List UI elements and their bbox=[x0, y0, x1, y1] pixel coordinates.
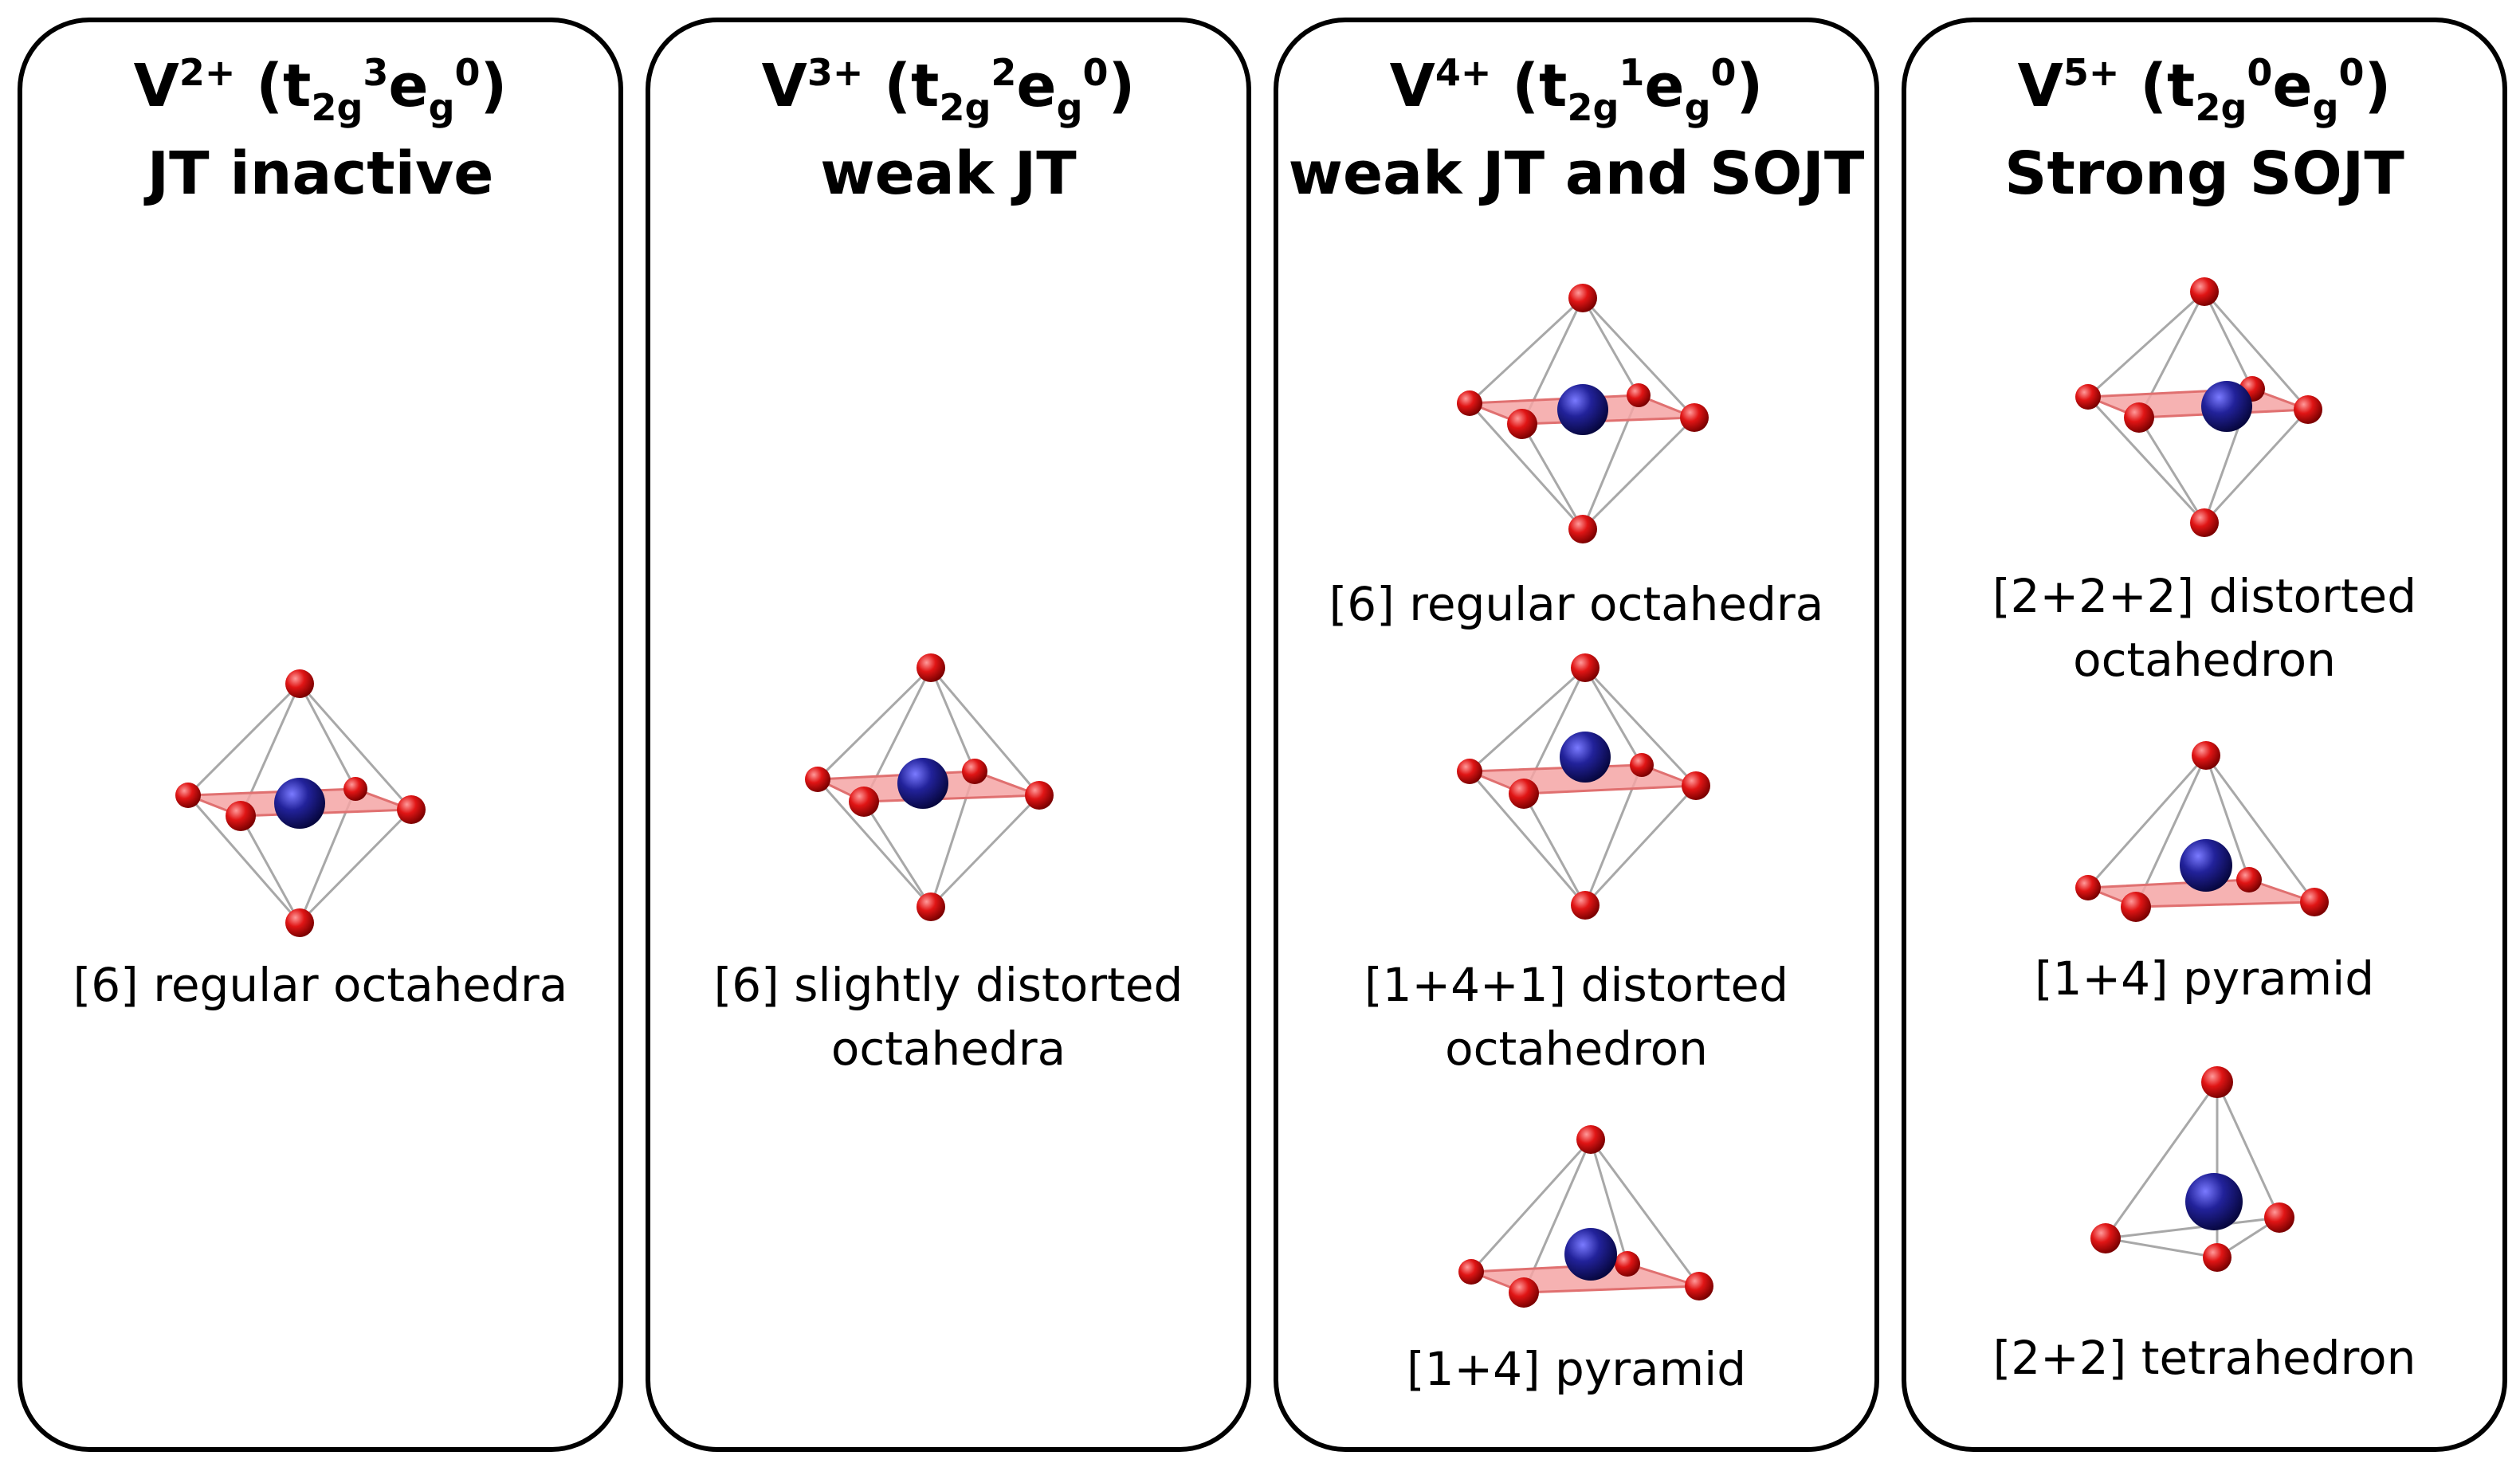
tetrahedron-bonds bbox=[2104, 1081, 2281, 1259]
oxygen-atom bbox=[849, 787, 879, 817]
oxygen-atom bbox=[397, 795, 426, 824]
oxygen-atom bbox=[1680, 403, 1709, 432]
oxygen-atom bbox=[2192, 741, 2220, 770]
octahedron-bonds bbox=[2086, 290, 2310, 524]
oxygen-atom bbox=[1458, 1259, 1484, 1285]
oxygen-atom bbox=[1685, 1272, 1713, 1300]
oxygen-atom bbox=[1507, 409, 1537, 439]
structure-caption: [1+4] pyramid bbox=[2034, 951, 2375, 1006]
panel-v3: V3+ (t2g2eg0) weak JT [6] slightly disto… bbox=[646, 18, 1251, 1452]
oxygen-atom bbox=[285, 669, 314, 698]
oxygen-atom bbox=[1630, 753, 1654, 777]
structure-caption: [1+4+1] distorted octahedron bbox=[1364, 958, 1789, 1076]
oxygen-atom bbox=[2236, 867, 2262, 892]
octahedron-bonds bbox=[1468, 296, 1696, 531]
oxygen-atom bbox=[1571, 653, 1600, 682]
oxygen-atom bbox=[285, 908, 314, 937]
distorted-octahedron-diagram bbox=[1457, 653, 1710, 920]
tetrahedron-diagram bbox=[2090, 1066, 2294, 1272]
vanadium-atom bbox=[2180, 839, 2232, 892]
pyramid-bonds bbox=[1470, 1138, 1701, 1293]
pyramid-bonds bbox=[2086, 755, 2316, 908]
oxygen-atom bbox=[226, 801, 256, 831]
panel-title: V3+ (t2g2eg0) bbox=[761, 51, 1136, 129]
equatorial-plane bbox=[2087, 387, 2309, 419]
structure-caption: [2+2+2] distorted octahedron bbox=[1992, 569, 2417, 687]
structure-caption: [6] regular octahedra bbox=[1329, 577, 1824, 631]
vanadium-atom bbox=[2201, 381, 2252, 432]
panel-effect: weak JT bbox=[820, 139, 1077, 208]
oxygen-atom bbox=[2075, 384, 2101, 410]
octahedron-bonds bbox=[186, 682, 413, 924]
oxygen-atom bbox=[1627, 383, 1651, 407]
oxygen-atom bbox=[1568, 515, 1597, 543]
vanadium-atom bbox=[1560, 732, 1611, 783]
oxygen-atom bbox=[1576, 1125, 1605, 1154]
vanadium-atom bbox=[274, 778, 325, 829]
distorted-octahedron-diagram bbox=[805, 653, 1054, 921]
vanadium-atom bbox=[1564, 1228, 1617, 1281]
panel-effect: JT inactive bbox=[147, 139, 494, 208]
vanadium-atom bbox=[2185, 1173, 2243, 1230]
panel-effect: weak JT and SOJT bbox=[1288, 139, 1865, 208]
structure-caption: [2+2] tetrahedron bbox=[1992, 1331, 2416, 1385]
vanadium-atom bbox=[897, 758, 948, 809]
structure-caption: [1+4] pyramid bbox=[1406, 1342, 1747, 1396]
oxygen-atom bbox=[2190, 508, 2219, 537]
panel-v4: V4+ (t2g1eg0) weak JT and SOJT [6] regul… bbox=[1274, 18, 1879, 1452]
oxygen-atom bbox=[1682, 771, 1710, 800]
oxygen-atom bbox=[1571, 891, 1600, 920]
oxygen-atom bbox=[2201, 1066, 2233, 1098]
octahedron-diagram bbox=[175, 669, 426, 937]
structure-caption: [6] slightly distorted octahedra bbox=[713, 958, 1183, 1076]
oxygen-atom bbox=[917, 892, 945, 921]
panel-v5: V5+ (t2g0eg0) Strong SOJT [2+2+2] distor… bbox=[1902, 18, 2507, 1452]
oxygen-atom bbox=[2121, 892, 2151, 922]
oxygen-atom bbox=[2264, 1202, 2294, 1233]
oxygen-atom bbox=[175, 783, 201, 808]
oxygen-atom bbox=[1457, 759, 1482, 784]
pyramid-diagram bbox=[2075, 741, 2329, 922]
vanadium-atom bbox=[1557, 384, 1608, 435]
oxygen-atom bbox=[1509, 779, 1539, 809]
oxygen-atom bbox=[2300, 888, 2329, 916]
panel-v2: V2+ (t2g3eg0) JT inactive [6] regular oc… bbox=[18, 18, 623, 1452]
structure-caption: [6] regular octahedra bbox=[73, 958, 568, 1012]
oxygen-atom bbox=[962, 759, 987, 784]
octahedron-diagram bbox=[1457, 284, 1709, 543]
panel-title: V5+ (t2g0eg0) bbox=[2017, 51, 2392, 129]
oxygen-atom bbox=[1509, 1277, 1539, 1308]
oxygen-atom bbox=[1457, 390, 1482, 416]
oxygen-atom bbox=[2075, 875, 2101, 900]
panel-title: V4+ (t2g1eg0) bbox=[1389, 51, 1764, 129]
oxygen-atom bbox=[1025, 781, 1054, 810]
oxygen-atom bbox=[2190, 277, 2219, 306]
oxygen-atom bbox=[1568, 284, 1597, 312]
pyramid-diagram bbox=[1458, 1125, 1713, 1308]
panel-title: V2+ (t2g3eg0) bbox=[133, 51, 508, 129]
oxygen-atom bbox=[2203, 1243, 2231, 1272]
oxygen-atom bbox=[343, 777, 367, 801]
oxygen-atom bbox=[805, 767, 830, 792]
oxygen-atom bbox=[917, 653, 945, 682]
oxygen-atom bbox=[1615, 1251, 1640, 1277]
panel-effect: Strong SOJT bbox=[2004, 139, 2404, 208]
distorted-octahedron-diagram bbox=[2075, 277, 2322, 537]
oxygen-atom bbox=[2294, 395, 2322, 424]
oxygen-atom bbox=[2124, 402, 2154, 433]
oxygen-atom bbox=[2090, 1223, 2121, 1253]
